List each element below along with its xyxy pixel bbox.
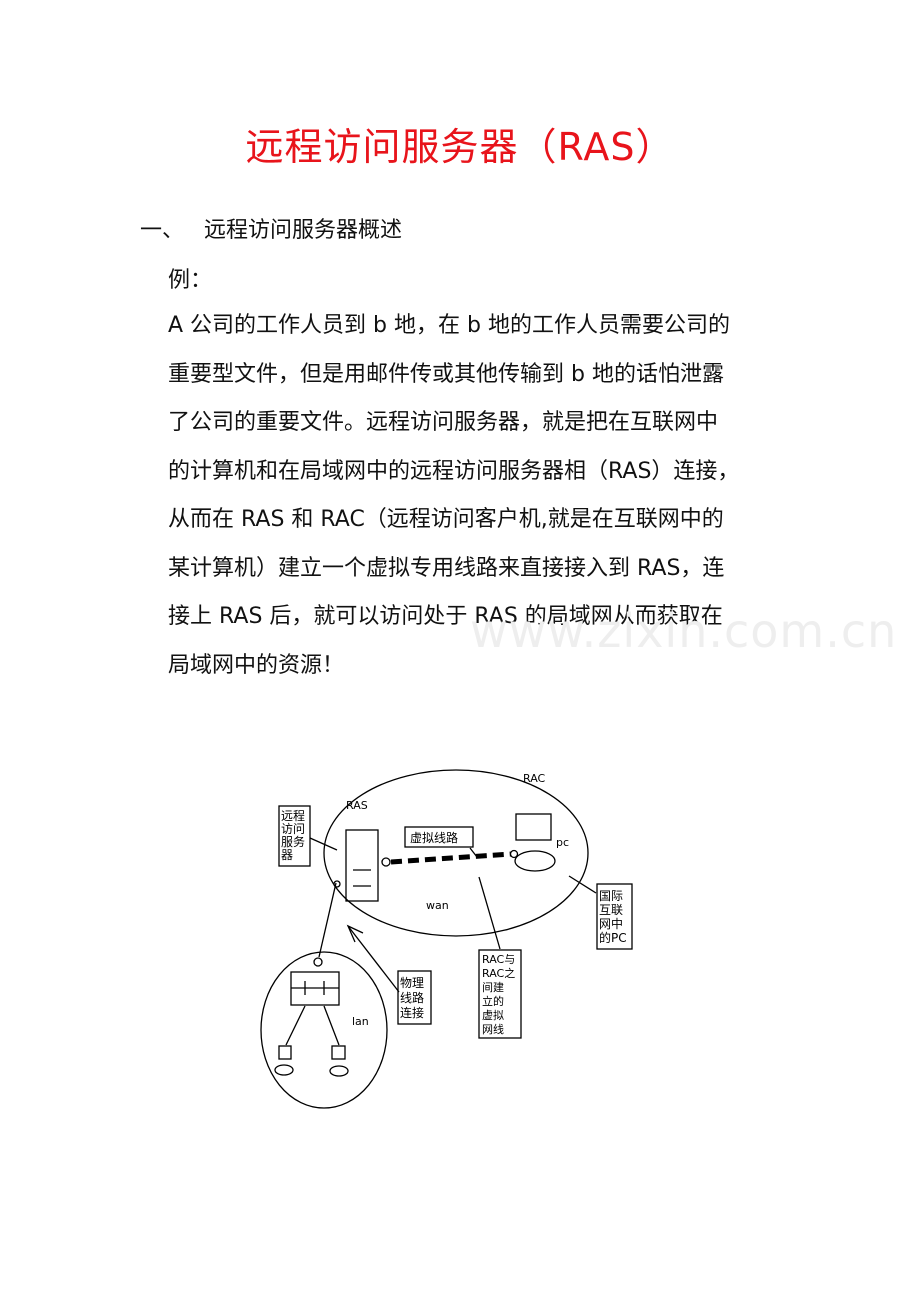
physical-line-callout-box	[397, 970, 432, 1025]
paragraph-line: 局域网中的资源！	[168, 652, 345, 678]
physical-line-callout-line: 连接	[400, 1005, 424, 1020]
paragraph-line: 重要型文件，但是用邮件传或其他传输到 b 地的话怕泄露	[168, 361, 724, 387]
paragraph-line: 接上 RAS 后，就可以访问处于 RAS 的局域网从而获取在	[168, 604, 723, 629]
ras-server-box	[345, 829, 379, 902]
paragraph-line: 某计算机）建立一个虚拟专用线路来直接接入到 RAS，连	[168, 555, 725, 581]
body-paragraph: A 公司的工作人员到 b 地，在 b 地的工作人员需要公司的 重要型文件，但是用…	[168, 306, 798, 694]
rac-virtual-callout-box	[478, 949, 522, 1039]
server-callout-line: 访问	[281, 822, 305, 836]
rac-label: RAC	[523, 772, 546, 785]
internet-pc-callout-line: 的PC	[599, 930, 627, 945]
wan-ellipse	[323, 769, 589, 937]
lan-ellipse	[260, 951, 388, 1109]
internet-pc-callout-box	[596, 883, 633, 950]
virtual-line-callout: 虚拟线路	[410, 830, 458, 845]
server-callout-line: 远程	[281, 808, 305, 823]
physical-line-callout-line: 物理	[400, 976, 424, 990]
section-number: 一、	[140, 218, 185, 243]
wan-label: wan	[426, 899, 449, 912]
virtual-line-callout-box	[404, 826, 474, 848]
paragraph-line: 的计算机和在局域网中的远程访问服务器相（RAS）连接，	[168, 458, 740, 484]
server-callout-line: 服务	[281, 834, 305, 849]
pc-label: pc	[556, 836, 569, 849]
rac-virtual-callout-line: 虚拟	[482, 1008, 504, 1022]
rac-virtual-callout-line: 网线	[482, 1022, 504, 1036]
paragraph-line: 了公司的重要文件。远程访问服务器，就是把在互联网中	[168, 410, 719, 435]
pc-ellipse	[514, 850, 556, 872]
lan-host-2	[331, 1045, 346, 1060]
section-title: 远程访问服务器概述	[204, 218, 403, 243]
internet-pc-callout-line: 互联	[599, 903, 623, 917]
ras-port	[381, 857, 391, 867]
watermark: www.zixin.com.cn	[470, 604, 898, 658]
internet-pc-callout-line: 网中	[599, 916, 623, 931]
section-heading: 一、远程访问服务器概述	[140, 212, 402, 244]
ras-label: RAS	[346, 799, 368, 812]
physical-link	[318, 882, 337, 958]
rac-virtual-callout-line: 立的	[482, 994, 504, 1008]
rac-virtual-callout-line: 间建	[482, 980, 504, 994]
server-callout-box	[278, 805, 311, 867]
internet-pc-callout-line: 国际	[599, 889, 623, 903]
physical-line-callout-line: 线路	[400, 990, 424, 1005]
pc-box	[515, 813, 552, 841]
rac-virtual-callout-line: RAC之	[482, 966, 515, 980]
virtual-line	[390, 851, 512, 865]
lan-label: lan	[352, 1015, 369, 1028]
example-label: 例：	[168, 268, 213, 293]
lan-host-1	[278, 1045, 292, 1060]
rac-virtual-callout-line: RAC与	[482, 953, 515, 966]
pc-port	[509, 849, 519, 859]
paragraph-line: A 公司的工作人员到 b 地，在 b 地的工作人员需要公司的	[168, 313, 730, 338]
page-title: 远程访问服务器（RAS）	[245, 125, 675, 169]
server-callout-line: 器	[281, 848, 293, 862]
paragraph-line: 从而在 RAS 和 RAC（远程访问客户机,就是在互联网中的	[168, 507, 724, 532]
